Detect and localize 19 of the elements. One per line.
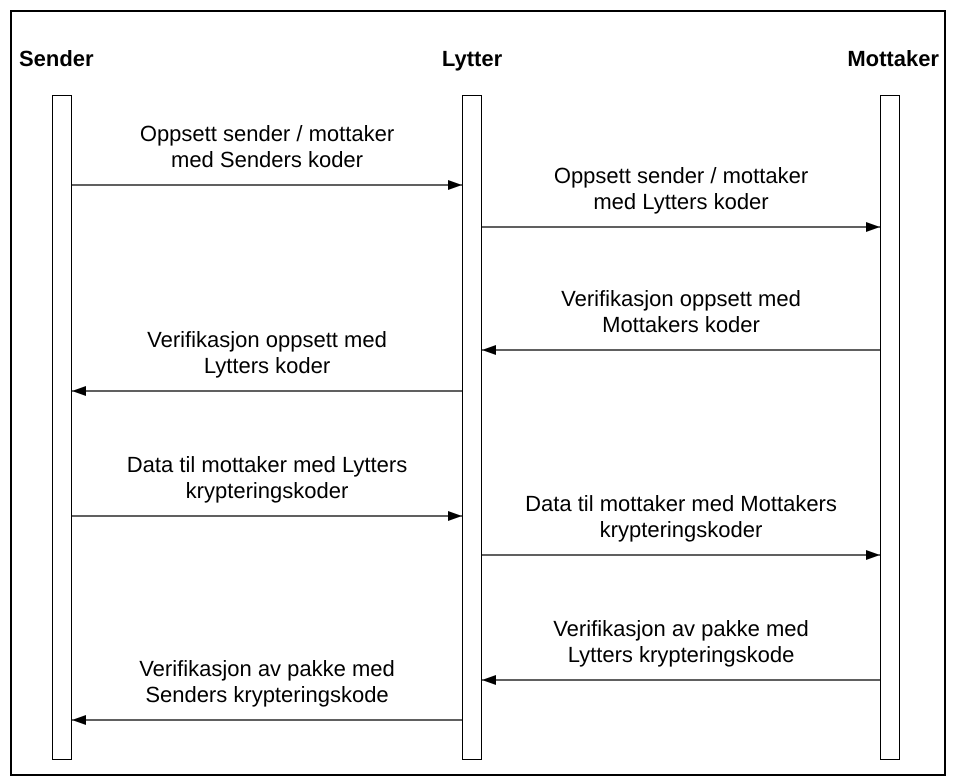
participant-name: Sender	[19, 46, 94, 72]
edge-label: Verifikasjon av pakke med Lytters krypteringskode	[552, 616, 810, 668]
arrow	[482, 675, 880, 685]
arrow	[482, 550, 880, 560]
edge-label: Verifikasjon av pakke med Senders krypteringskode	[138, 656, 396, 708]
arrow	[72, 180, 462, 190]
edge-label: Data til mottaker med Mottakers krypteringskoder	[524, 491, 838, 543]
edge-label: Verifikasjon oppsett med Lytters koder	[146, 327, 388, 379]
arrow	[72, 386, 462, 396]
arrow	[72, 511, 462, 521]
edge-label: Oppsett sender / mottaker med Lytters koder	[552, 163, 810, 215]
arrow	[72, 715, 462, 725]
arrow	[482, 222, 880, 232]
participant-name: Lytter	[442, 46, 502, 72]
edge-label: Oppsett sender / mottaker med Senders koder	[138, 121, 396, 173]
edge-label: Verifikasjon oppsett med Mottakers koder	[560, 286, 802, 338]
arrow	[482, 345, 880, 355]
edge-label: Data til mottaker med Lytters krypteringskoder	[126, 452, 408, 504]
participant-name: Mottaker	[847, 46, 939, 72]
